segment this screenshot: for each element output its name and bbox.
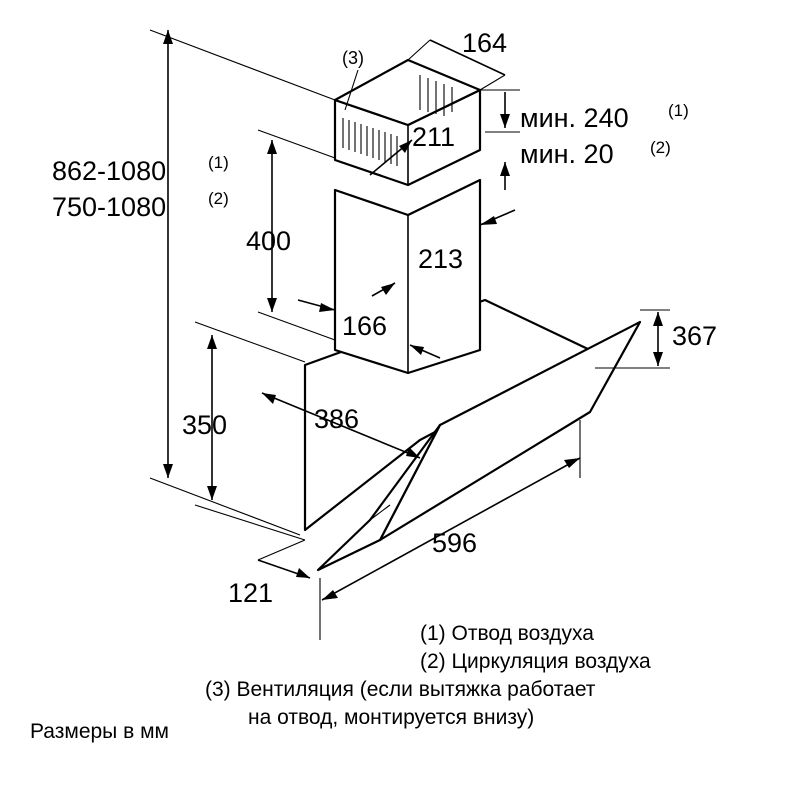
chimney [333,58,482,375]
dim-121: 121 [228,578,273,608]
dim-367: 367 [672,321,717,351]
dim-596: 596 [432,528,477,558]
vent-slots [342,75,453,166]
dim-height-range-1: 862-1080 [52,156,166,186]
dim-386: 386 [314,404,359,434]
dimension-labels: 164 (3) мин. 240 (1) мин. 20 (2) 211 862… [52,28,717,608]
dim-400: 400 [246,226,291,256]
overlap-line [334,179,481,216]
dim-350: 350 [182,410,227,440]
dim-min-240-ref: (1) [668,101,689,120]
note-3-line2: на отвод, монтируется внизу) [248,706,534,729]
dim-166: 166 [342,311,387,341]
dim-height-range-2: 750-1080 [52,192,166,222]
dim-min-240: мин. 240 [520,103,629,133]
dim-213: 213 [418,244,463,274]
dim-height-range-2-ref: (2) [208,189,229,208]
units-note: Размеры в мм [30,720,169,743]
note-1: (1) Отвод воздуха [420,622,594,645]
dim-164: 164 [462,28,507,58]
dim-211: 211 [412,122,455,152]
dim-min-20-ref: (2) [650,138,671,157]
footnotes: (1) Отвод воздуха (2) Циркуляция воздуха… [30,622,651,743]
dim-height-range-1-ref: (1) [208,153,229,172]
note-3-line1: (3) Вентиляция (если вытяжка работает [205,678,596,701]
vent-marker: (3) [342,48,364,68]
dim-min-20: мин. 20 [520,139,614,169]
dimension-lines [149,29,670,640]
note-2: (2) Циркуляция воздуха [420,650,651,673]
